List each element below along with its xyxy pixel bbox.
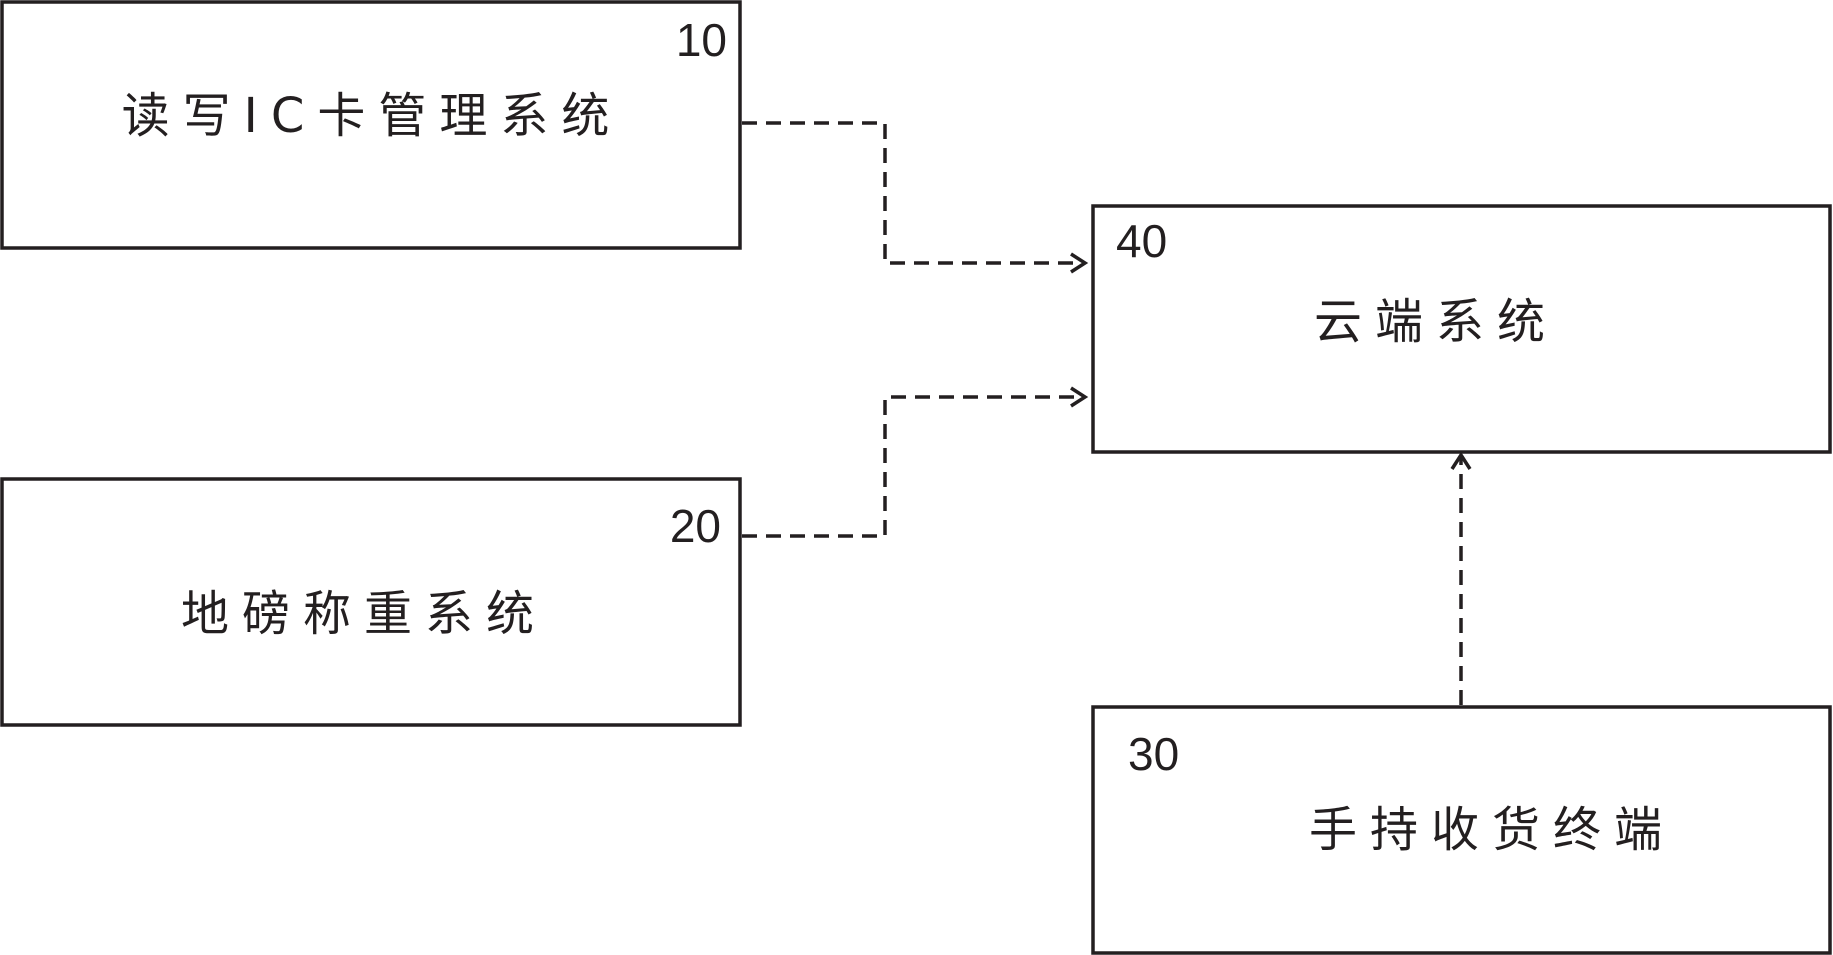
node-cloud-system-number: 40 xyxy=(1116,215,1167,267)
edge-weighbridge-to-cloud-line xyxy=(742,395,1083,538)
arrowhead-icon xyxy=(1450,451,1472,470)
node-ic-card-system-number: 10 xyxy=(676,14,727,66)
node-cloud-system-box xyxy=(1091,204,1832,454)
edge-weighbridge-to-cloud xyxy=(742,386,1089,538)
node-ic-card-system-box xyxy=(0,0,742,250)
edge-ic-card-to-cloud-line xyxy=(742,121,1083,265)
node-ic-card-system-label: 读写IC卡管理系统 xyxy=(122,88,623,144)
node-cloud-system: 40 云端系统 xyxy=(1091,204,1832,454)
node-weighbridge-system: 20 地磅称重系统 xyxy=(0,477,742,727)
node-handheld-terminal-label: 手持收货终端 xyxy=(1309,802,1675,858)
node-ic-card-system: 10 读写IC卡管理系统 xyxy=(0,0,742,250)
edge-ic-card-to-cloud xyxy=(742,121,1089,274)
arrowhead-icon xyxy=(1070,252,1089,274)
node-weighbridge-system-number: 20 xyxy=(670,500,721,552)
node-handheld-terminal-box xyxy=(1091,705,1832,955)
node-handheld-terminal: 30 手持收货终端 xyxy=(1091,705,1832,955)
node-handheld-terminal-number: 30 xyxy=(1128,728,1179,780)
node-weighbridge-system-box xyxy=(0,477,742,727)
arrowhead-icon xyxy=(1070,386,1089,408)
node-weighbridge-system-label: 地磅称重系统 xyxy=(181,586,547,642)
node-cloud-system-label: 云端系统 xyxy=(1314,294,1558,350)
edge-handheld-to-cloud xyxy=(1450,451,1472,705)
